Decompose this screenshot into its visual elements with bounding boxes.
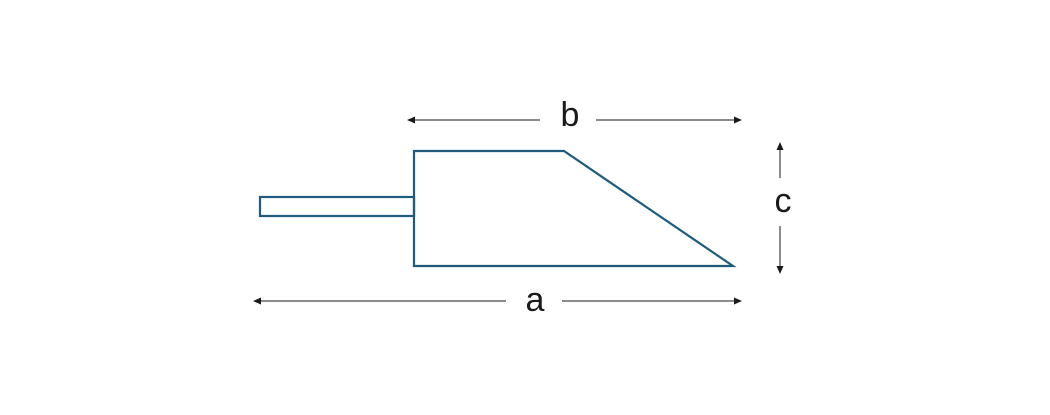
dimension-b-arrow-left bbox=[407, 116, 415, 124]
dimension-a-label: a bbox=[526, 281, 545, 319]
dimension-b-label: b bbox=[561, 96, 580, 134]
dimension-a-arrow-left bbox=[253, 297, 261, 305]
dimension-c-label: c bbox=[775, 182, 792, 220]
dimension-c: c bbox=[775, 142, 792, 274]
body-outline bbox=[412, 149, 737, 268]
handle-outline bbox=[258, 195, 416, 218]
dimension-b-arrow-right bbox=[734, 116, 742, 124]
dimension-a: a bbox=[253, 281, 742, 319]
dimension-c-arrow-bottom bbox=[776, 266, 784, 274]
dimension-c-arrow-top bbox=[776, 142, 784, 150]
dimension-a-arrow-right bbox=[734, 297, 742, 305]
dimension-b: b bbox=[407, 96, 742, 134]
